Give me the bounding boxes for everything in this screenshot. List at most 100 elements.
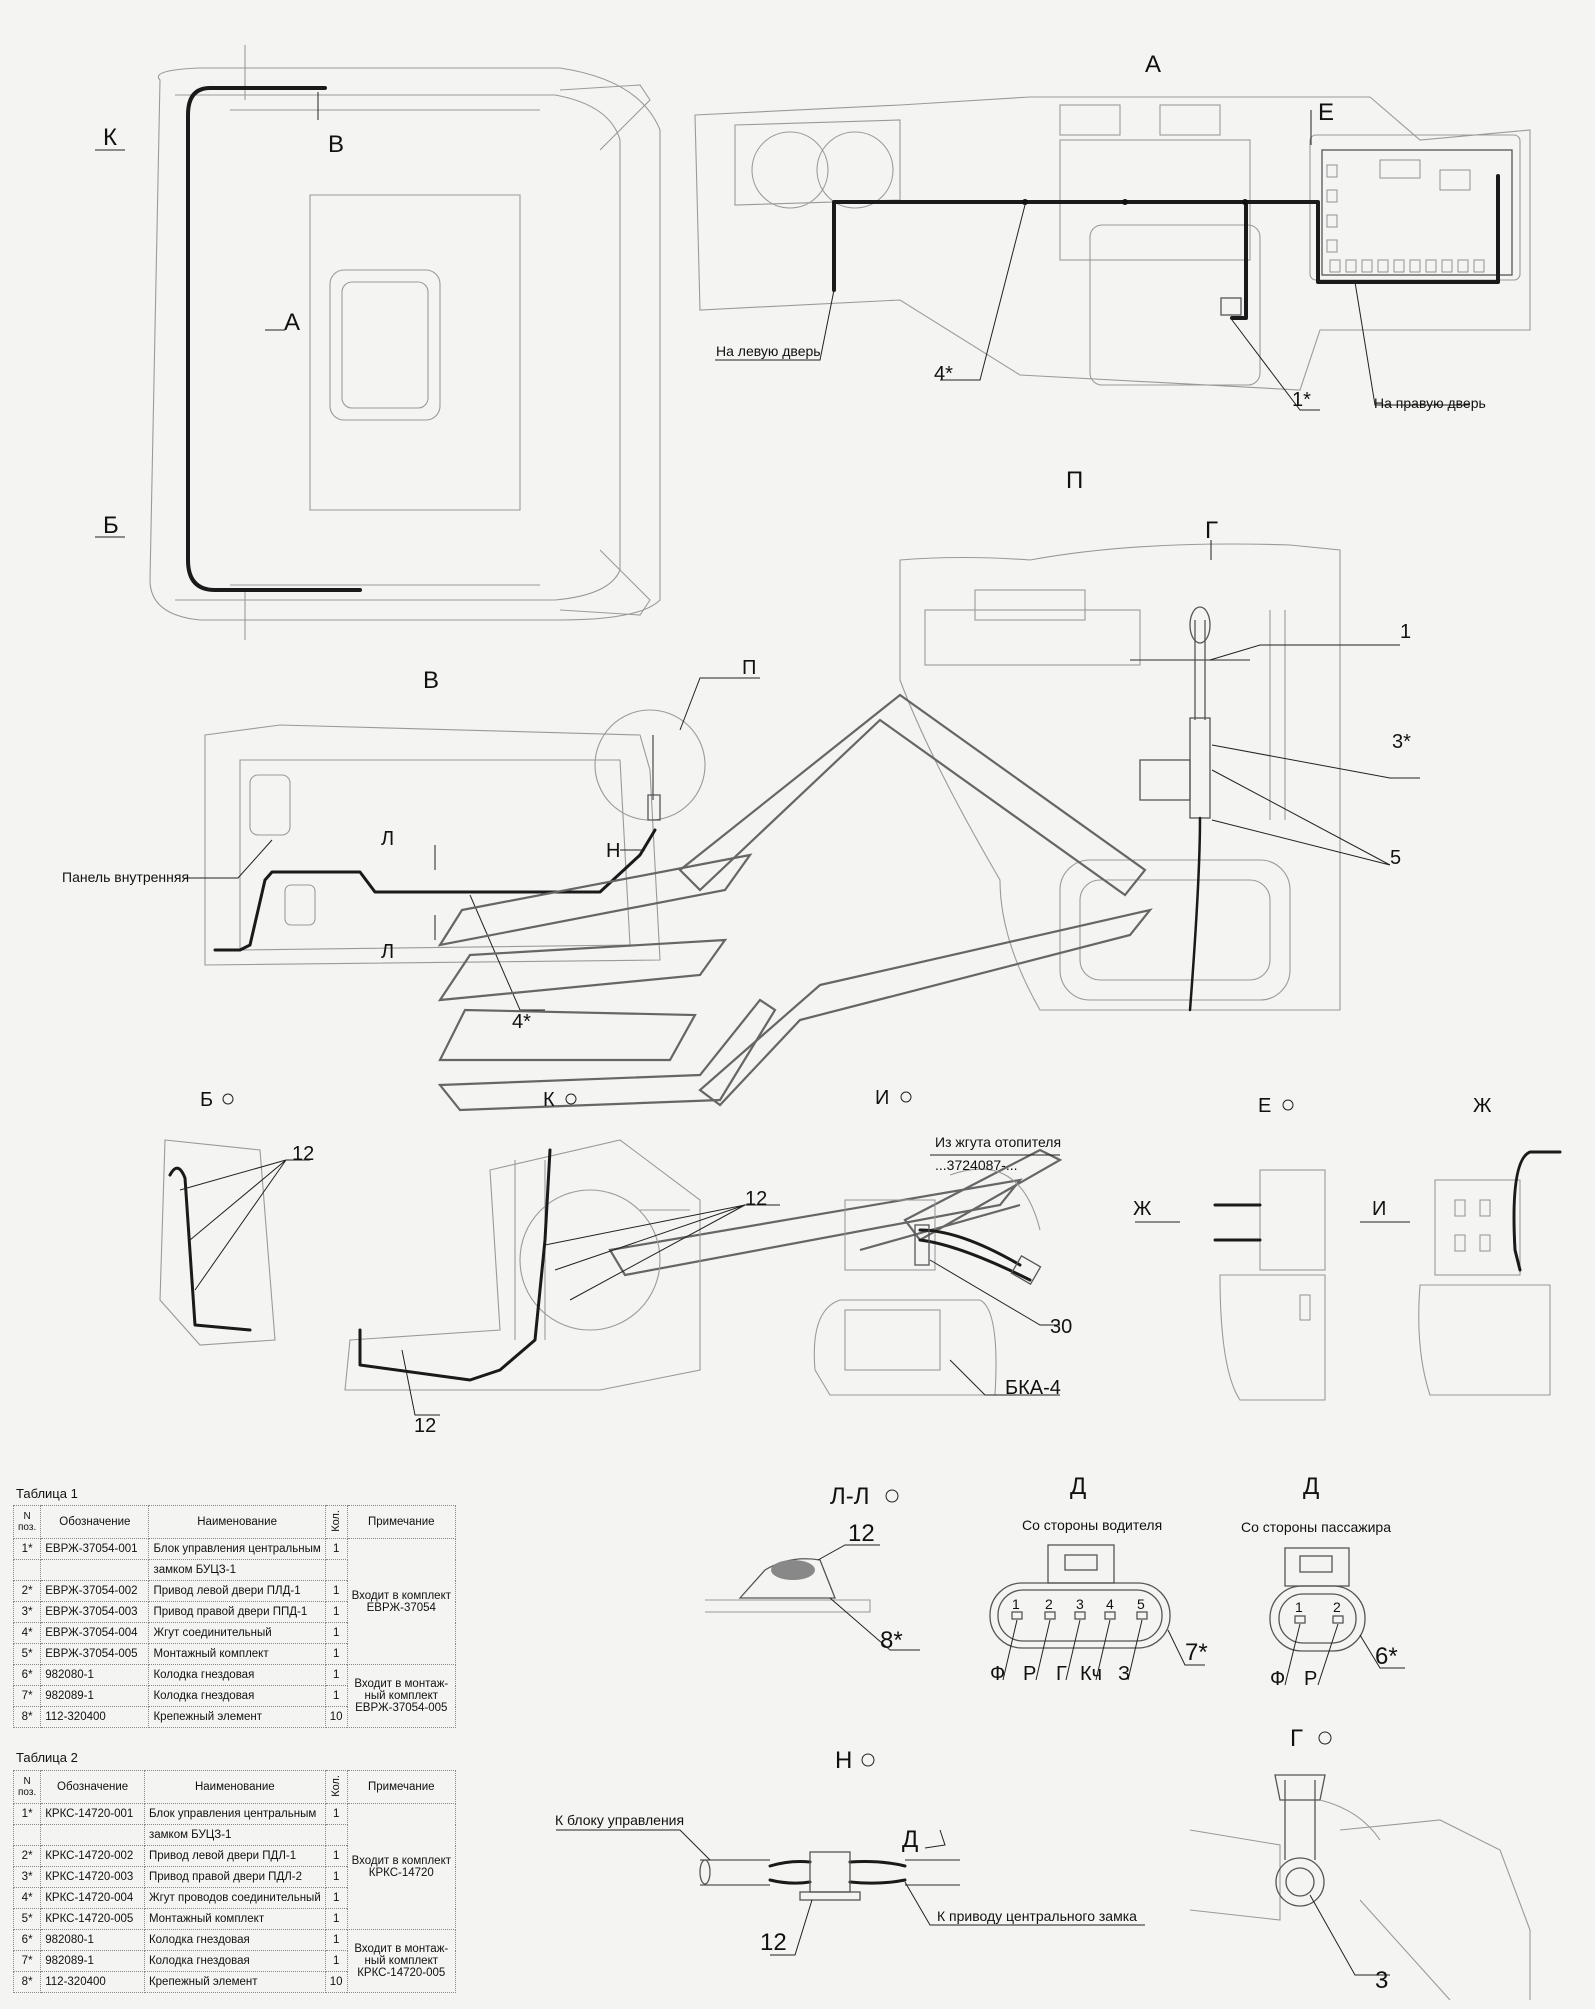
pos-label-12-ll: 12 <box>848 1520 875 1547</box>
view-e-detail: Е Ж И <box>1133 1095 1410 1401</box>
view-e-title: Е <box>1258 1095 1271 1117</box>
cell-name: Привод левой двери ПДЛ-1 <box>143 1845 326 1867</box>
cell-designation: ЕВРЖ-37054-004 <box>40 1622 150 1644</box>
arrow-label-d: Д <box>902 1826 918 1853</box>
cell-num <box>12 1824 42 1846</box>
col-designation: Обозначение <box>40 1770 145 1804</box>
note-mount-line3: ЕВРЖ-37054-005 <box>355 1702 448 1714</box>
cell-name: Жгут проводов соединительный <box>143 1887 326 1909</box>
col-note: Примечание <box>346 1770 457 1804</box>
note-mount-line2: ный комплект <box>364 1955 439 1967</box>
pos-label-8: 8* <box>880 1627 903 1654</box>
col-name: Наименование <box>143 1770 326 1804</box>
table1-caption: Таблица 1 <box>16 1486 78 1501</box>
cell-name: Крепежный элемент <box>143 1971 326 1993</box>
view-n-detail: Н К блоку управления Д К приводу централ… <box>555 1747 1145 1956</box>
cell-designation: 982089-1 <box>40 1685 150 1707</box>
cell-qty: 1 <box>324 1643 348 1665</box>
pos-label-5: 5 <box>1390 847 1401 869</box>
col-qty: Кол. <box>324 1770 348 1804</box>
cell-qty: 1 <box>324 1950 348 1972</box>
driver-pin-5: 5 <box>1137 1596 1145 1612</box>
cell-designation: КРКС-14720-005 <box>40 1908 145 1930</box>
pos-label-3: 3* <box>1392 731 1411 753</box>
cell-num: 5* <box>12 1643 42 1665</box>
arrow-label-n: Н <box>606 840 620 862</box>
connector-passenger-side: Д Со стороны пассажира 1 2 Ф Р 6* <box>1241 1473 1405 1690</box>
table-row: замком БУЦЗ-1 <box>12 1559 456 1581</box>
passenger-pin-2: 2 <box>1333 1599 1341 1615</box>
arrow-label-k: К <box>103 124 117 151</box>
cell-designation: ЕВРЖ-37054-005 <box>40 1643 150 1665</box>
cell-name: Колодка гнездовая <box>148 1685 326 1707</box>
col-num: N поз. <box>12 1770 42 1804</box>
cell-qty <box>324 1559 348 1581</box>
cell-num: 4* <box>12 1622 42 1644</box>
col-designation: Обозначение <box>40 1505 150 1539</box>
driver-pins <box>1011 1611 1148 1620</box>
note-kit-line2: КРКС-14720 <box>368 1866 434 1879</box>
pos-label-1: 1* <box>1292 389 1311 411</box>
driver-wire-r: Р <box>1023 1663 1036 1685</box>
driver-wire-kch: Кч <box>1080 1663 1102 1685</box>
cell-qty: 1 <box>324 1622 348 1644</box>
view-b-detail: Б 12 <box>159 1089 314 1346</box>
cell-name: замком БУЦЗ-1 <box>148 1559 326 1581</box>
driver-pin-2: 2 <box>1045 1596 1053 1612</box>
table1: N поз. Обозначение Наименование Кол. При… <box>12 1505 457 1728</box>
cell-designation: 982080-1 <box>40 1929 145 1951</box>
col-name: Наименование <box>148 1505 326 1539</box>
cell-num: 5* <box>12 1908 42 1930</box>
view-g-detail: Г 3 <box>1189 1725 1531 2001</box>
cell-name: замком БУЦЗ-1 <box>143 1824 326 1846</box>
harness-door-panel <box>213 828 657 952</box>
cell-num: 8* <box>12 1706 42 1728</box>
cell-designation: 982080-1 <box>40 1664 150 1686</box>
passenger-wire-r: Р <box>1304 1668 1317 1690</box>
cell-designation: КРКС-14720-004 <box>40 1887 145 1909</box>
cell-name: Привод левой двери ПЛД-1 <box>148 1580 326 1602</box>
cell-num: 6* <box>12 1929 42 1951</box>
heater-label-line1: Из жгута отопителя <box>935 1134 1061 1150</box>
table2-caption: Таблица 2 <box>16 1750 78 1765</box>
cell-num: 2* <box>12 1845 42 1867</box>
cell-name: Блок управления центральным <box>148 1538 326 1560</box>
pos-label-6: 6* <box>1375 1643 1398 1670</box>
view-n-title: Н <box>835 1747 852 1774</box>
view-v-title: В <box>423 667 439 694</box>
pos-label-4: 4* <box>934 363 953 385</box>
arrow-label-g: Г <box>1205 517 1218 544</box>
panel-inner-label: Панель внутренняя <box>62 869 189 885</box>
pos-label-4-v: 4* <box>512 1011 531 1033</box>
to-control-unit-label: К блоку управления <box>555 1812 684 1828</box>
col-qty-label: Кол. <box>330 1509 343 1532</box>
cell-name: Привод правой двери ПДЛ-2 <box>143 1866 326 1888</box>
pos-label-12-b: 12 <box>292 1143 314 1165</box>
pos-label-3-g: 3 <box>1375 1967 1388 1994</box>
cell-name: Привод правой двери ППД-1 <box>148 1601 326 1623</box>
cell-num: 7* <box>12 1685 42 1707</box>
cell-designation <box>40 1559 150 1581</box>
cell-qty: 1 <box>324 1601 348 1623</box>
note-mount-line2: ный комплект <box>364 1690 439 1702</box>
arrow-label-a: А <box>284 309 300 336</box>
cell-name: Колодка гнездовая <box>148 1664 326 1686</box>
driver-pin-1: 1 <box>1012 1596 1020 1612</box>
view-p-title: П <box>1066 467 1083 494</box>
table-row: замком БУЦЗ-1 <box>12 1824 456 1846</box>
to-actuator-label: К приводу центрального замка <box>937 1908 1137 1924</box>
arrow-label-b: Б <box>103 512 119 539</box>
cell-qty: 10 <box>324 1706 348 1728</box>
cell-qty: 1 <box>324 1908 348 1930</box>
section-l-l: Л-Л 12 8* <box>705 1483 920 1654</box>
note-kit-line1: Входит в комплект <box>351 1854 451 1867</box>
